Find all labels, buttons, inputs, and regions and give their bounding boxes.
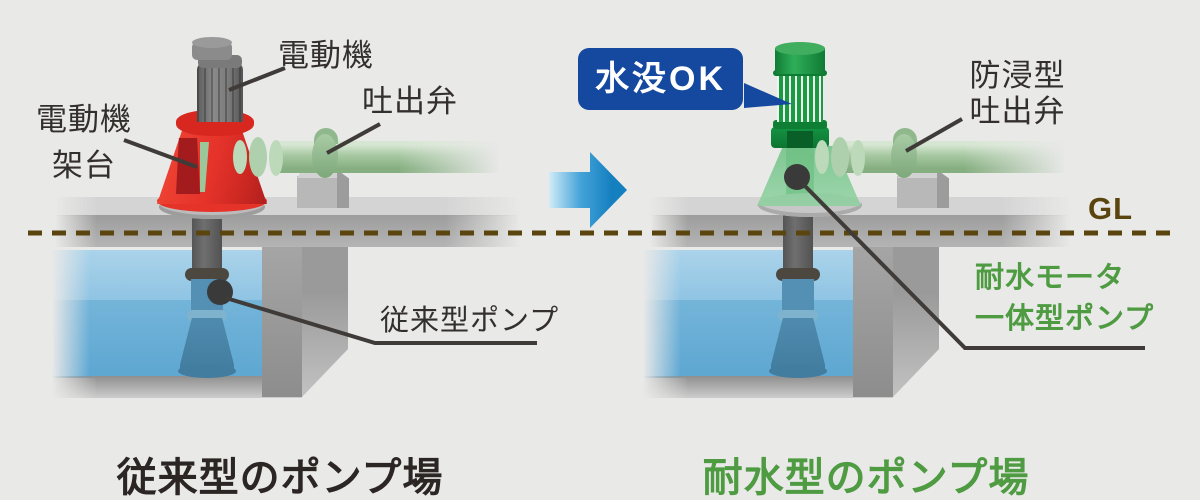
pump-shaft-right xyxy=(783,215,813,275)
pipe-flange-right-3 xyxy=(851,140,865,176)
waterproof-pump-label-line2: 一体型ポンプ xyxy=(975,303,1155,335)
discharge-pipe-right xyxy=(845,141,1075,173)
pit-wall-left xyxy=(262,247,302,397)
pipe-support-side-right xyxy=(937,170,949,208)
pipe-support-right xyxy=(897,176,937,208)
pipe-flange-left-1 xyxy=(233,140,247,174)
discharge-valve-left xyxy=(312,134,338,178)
motor-stand-window xyxy=(176,138,200,194)
ground-level-label: GL xyxy=(1088,191,1134,226)
pipe-support-side-left xyxy=(337,170,349,208)
conventional-pump-label: 従来型ポンプ xyxy=(380,305,560,337)
ground-slab-top-left xyxy=(55,197,520,216)
waterproof-pump-label-line1: 耐水モータ xyxy=(975,262,1126,294)
ground-slab-front-right xyxy=(650,215,1070,247)
motor-stand-window-inner xyxy=(200,142,209,192)
pipe-support-top-right xyxy=(897,170,945,178)
pipe-flange-left-3 xyxy=(269,140,283,176)
motor-label: 電動機 xyxy=(278,38,374,73)
submerged-pump-foot-right xyxy=(769,364,827,378)
waterproof-valve-label-line2: 吐出弁 xyxy=(969,94,1066,129)
motor-stand-label-line2: 架台 xyxy=(52,148,116,183)
right-diagram-title: 耐水型のポンプ場 xyxy=(702,456,1030,500)
water-surface-left xyxy=(52,250,262,300)
waterproof-valve-label: 防浸型 吐出弁 xyxy=(960,58,1075,130)
waterproof-pump-collar-inner xyxy=(787,131,813,148)
discharge-valve-label: 吐出弁 xyxy=(362,84,458,119)
pit-floor-right xyxy=(643,376,893,398)
pump-shaft-left xyxy=(192,215,222,275)
waterproof-valve-right xyxy=(891,134,917,178)
pipe-flange-right-2 xyxy=(831,137,849,177)
electric-motor xyxy=(197,62,243,122)
pipe-support-left xyxy=(297,176,337,208)
pipe-flange-left-2 xyxy=(249,137,267,177)
pit-wall-outer-right xyxy=(893,247,939,397)
waterproof-pump-band-lower xyxy=(773,120,827,129)
waterproof-valve-label-line1: 防浸型 xyxy=(969,58,1066,93)
ground-slab-front-left xyxy=(55,215,520,247)
submerged-pump-ring-right xyxy=(778,310,818,321)
waterproof-pump-cap xyxy=(775,42,825,55)
submersion-ok-bubble: 水没OK xyxy=(578,48,743,110)
submerged-pump-foot-left xyxy=(178,364,236,378)
waterproof-pump-label: 耐水モータ 一体型ポンプ xyxy=(975,258,1154,340)
motor-stand-label-line1: 電動機 xyxy=(36,102,132,137)
electric-motor-cap-top xyxy=(192,37,232,48)
water-surface-right xyxy=(643,250,853,300)
pit-floor-left xyxy=(52,376,302,398)
pipe-flange-right-1 xyxy=(815,140,829,174)
pump-shaft-flange-left xyxy=(185,268,229,281)
left-diagram-title: 従来型のポンプ場 xyxy=(116,456,444,500)
motor-stand-label: 電動機 架台 xyxy=(28,97,140,189)
waterproof-pump-ribs xyxy=(777,76,823,122)
arrow-right-icon xyxy=(549,152,627,228)
pit-wall-outer-left xyxy=(302,247,348,397)
pit-wall-right xyxy=(853,247,893,397)
submerged-pump-ring-left xyxy=(187,310,227,321)
